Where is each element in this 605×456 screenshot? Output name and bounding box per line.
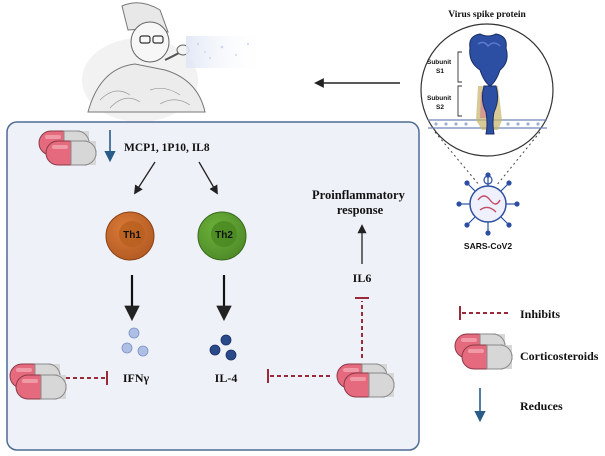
legend-capsule-icon — [461, 344, 513, 370]
spike-protein-icon — [428, 33, 547, 135]
inhibit-il6-line — [355, 297, 369, 358]
legend-inhibits-symbol — [459, 306, 510, 320]
pathway-panel — [6, 121, 420, 451]
legend: Inhibits Corticosteroids Reduces — [454, 306, 599, 423]
corticosteroid-capsule-icon — [45, 140, 97, 166]
inhibit-ifng-line — [66, 371, 108, 385]
corticosteroid-capsule-icon — [343, 372, 395, 398]
th1-cell: Th1 — [105, 211, 155, 261]
legend-corticosteroids-label: Corticosteroids — [520, 349, 599, 363]
il6-label: IL6 — [353, 271, 372, 285]
sars-cov2-label: SARS-CoV2 — [464, 241, 512, 251]
subunit-s1-label: Subunit S1 — [427, 59, 453, 75]
legend-reduces-label: Reduces — [520, 399, 563, 413]
coughing-person-icon — [82, 2, 206, 122]
legend-inhibits-label: Inhibits — [520, 307, 560, 321]
arrow-to-th2 — [198, 161, 218, 195]
ifng-label: IFNγ — [123, 371, 150, 385]
virus-spike-title: Virus spike protein — [448, 10, 526, 20]
chemokines-label: MCP1, 1P10, IL8 — [124, 142, 210, 154]
ifng-molecules — [121, 327, 149, 357]
arrow-to-th1 — [134, 161, 156, 195]
proinflammatory-label: Proinflammatory response — [312, 188, 408, 217]
th2-label: Th2 — [215, 230, 233, 241]
subunit-brackets — [457, 51, 462, 117]
inhibit-il4-line — [267, 369, 330, 383]
corticosteroid-capsule-icon — [15, 374, 67, 400]
il4-molecules — [209, 334, 237, 361]
th1-label: Th1 — [123, 230, 141, 241]
virus-particle-icon — [456, 172, 520, 236]
subunit-s2-label: Subunit S2 — [427, 95, 453, 111]
il4-label: IL-4 — [215, 371, 238, 385]
cough-spray — [186, 36, 266, 68]
th2-cell: Th2 — [197, 211, 247, 261]
zoom-lines — [434, 131, 541, 187]
